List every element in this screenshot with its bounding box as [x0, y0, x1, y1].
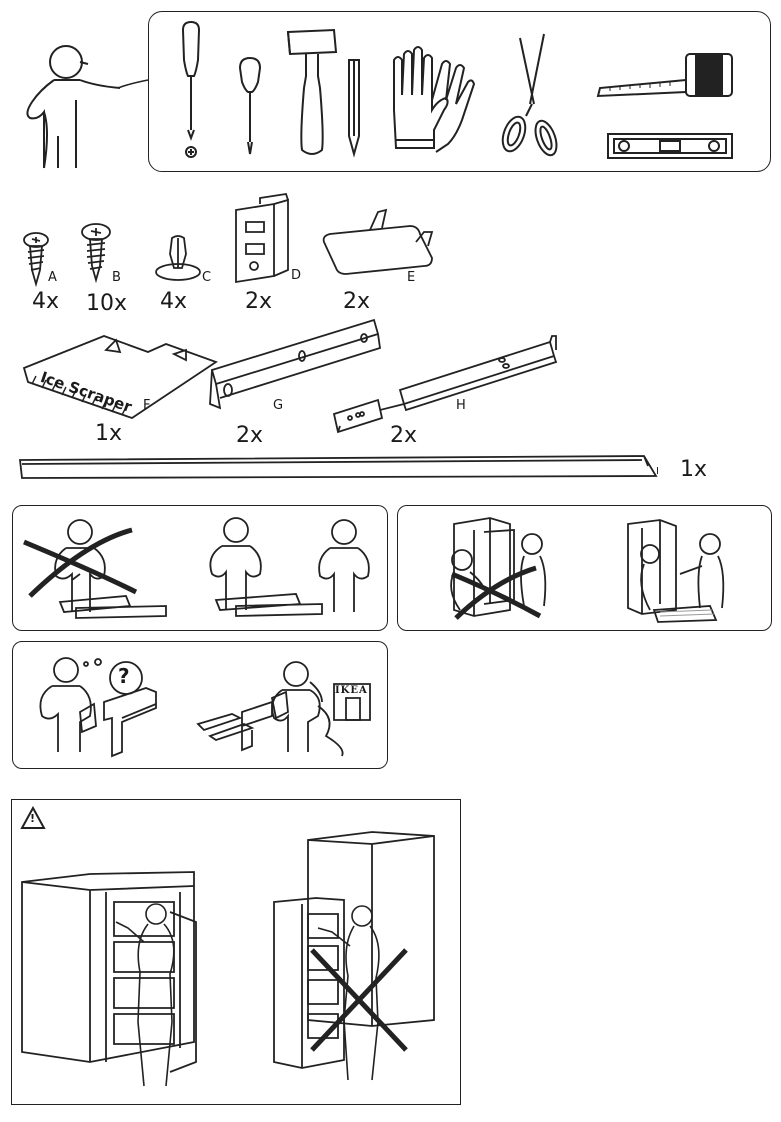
rail-h-icon — [330, 334, 560, 434]
warning-triangle-icon — [20, 806, 46, 830]
mallet-icon — [284, 26, 340, 160]
part-qty-e: 2x — [343, 289, 371, 314]
two-persons-ok-icon — [196, 512, 376, 624]
rail-g-icon — [204, 316, 384, 416]
ice-scraper-f-icon — [20, 332, 220, 422]
lift-alone-crossed-icon — [440, 510, 560, 622]
part-letter-g: G — [273, 398, 284, 413]
guide-figure-icon — [10, 40, 150, 170]
part-qty-g: 2x — [236, 423, 264, 448]
screw-b-icon — [80, 222, 112, 282]
strip-i-icon — [18, 450, 658, 484]
part-qty-d: 2x — [245, 289, 273, 314]
part-qty-i: 1x — [680, 457, 708, 482]
part-letter-b: B — [112, 270, 121, 285]
uninstalled-fridge-crossed-icon — [272, 830, 448, 1090]
spirit-level-icon — [606, 132, 734, 160]
phillips-screwdriver-icon — [176, 20, 206, 160]
screw-a-icon — [22, 230, 50, 286]
gloves-icon — [384, 40, 484, 160]
part-qty-h: 2x — [390, 423, 418, 448]
help-question-mark: ? — [118, 664, 130, 688]
flat-screwdriver-icon — [236, 56, 264, 160]
part-letter-f: F — [143, 398, 151, 413]
part-qty-b: 10x — [86, 291, 128, 316]
part-letter-d: D — [291, 268, 302, 283]
scissors-icon — [500, 32, 562, 160]
store-sign: IKEA — [335, 685, 368, 696]
two-person-assembly-panel — [12, 505, 388, 631]
part-qty-a: 4x — [32, 289, 60, 314]
part-letter-c: C — [202, 270, 212, 285]
pencil-icon — [346, 56, 362, 160]
part-letter-h: H — [456, 398, 466, 413]
tape-measure-icon — [596, 50, 746, 100]
plate-e-icon — [320, 206, 440, 278]
call-store-icon — [196, 652, 376, 760]
installed-fridge-ok-icon — [20, 862, 200, 1092]
bracket-d-icon — [230, 196, 294, 286]
lift-two-persons-icon — [620, 514, 730, 622]
warning-panel — [11, 799, 461, 1105]
part-letter-i: I — [656, 466, 659, 477]
part-letter-e: E — [407, 270, 416, 285]
confused-person-icon — [24, 652, 164, 758]
part-letter-a: A — [48, 270, 57, 285]
part-qty-f: 1x — [95, 421, 123, 446]
person-alone-crossed-icon — [16, 512, 176, 624]
warning-symbol: ! — [30, 812, 36, 825]
plug-c-icon — [152, 234, 204, 284]
part-qty-c: 4x — [160, 289, 188, 314]
